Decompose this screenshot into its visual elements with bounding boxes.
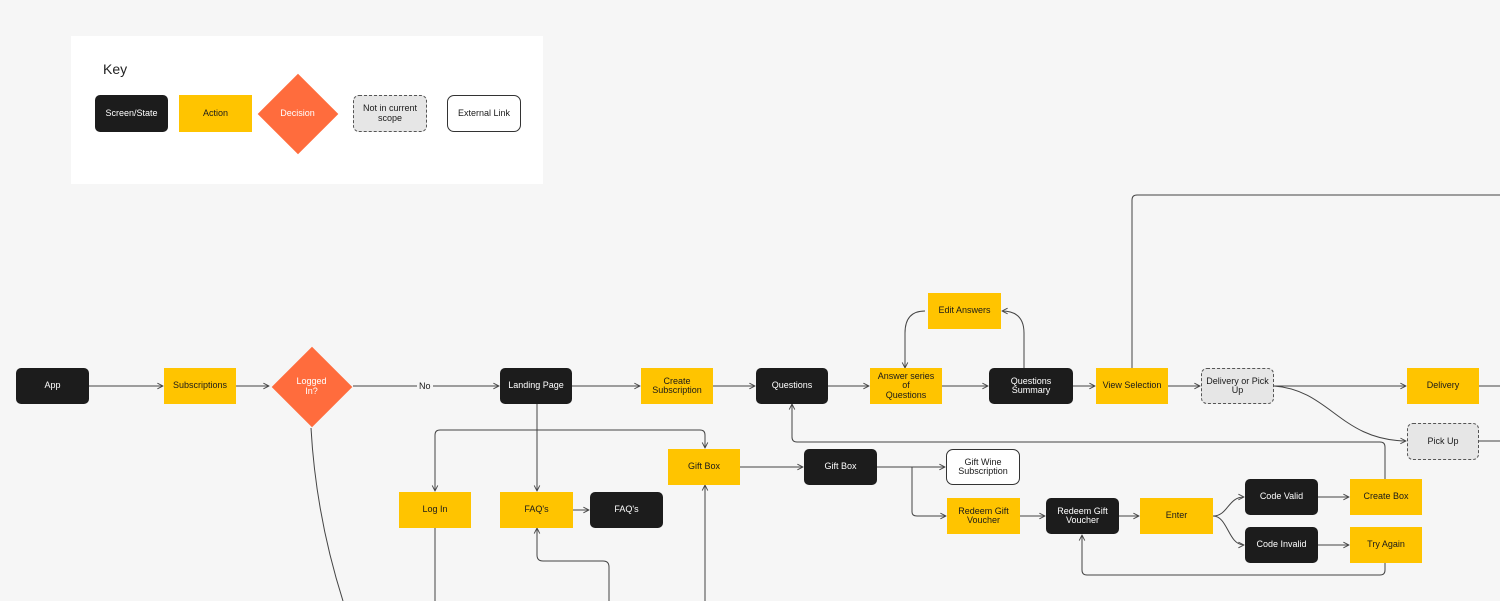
node-subscriptions[interactable]: Subscriptions (164, 368, 236, 404)
node-faqs-screen[interactable]: FAQ's (590, 492, 663, 528)
edge-giftbox-redeem (911, 467, 946, 516)
node-questions[interactable]: Questions (756, 368, 828, 404)
key-external-link: External Link (447, 95, 521, 132)
node-pick-up[interactable]: Pick Up (1407, 423, 1479, 460)
key-screen-state: Screen/State (95, 95, 168, 132)
edge-edit-summary (1002, 311, 1025, 368)
node-landing-page[interactable]: Landing Page (500, 368, 572, 404)
edge-landing-giftbox (537, 429, 705, 448)
node-questions-summary[interactable]: Questions Summary (989, 368, 1073, 404)
node-faqs-action[interactable]: FAQ's (500, 492, 573, 528)
edge-loggedin-yes (310, 427, 344, 601)
node-create-subscription[interactable]: Create Subscription (641, 368, 713, 404)
node-logged-in-decision[interactable]: Logged In? (270, 345, 353, 428)
key-decision: Decision (261, 76, 334, 151)
key-decision-label: Decision (280, 107, 315, 118)
edge-answer-edit (905, 310, 926, 368)
edge-landing-login (435, 429, 537, 491)
key-title: Key (103, 61, 128, 77)
node-log-in[interactable]: Log In (399, 492, 471, 528)
node-edit-answers[interactable]: Edit Answers (928, 293, 1001, 329)
edge-enter-invalid (1212, 515, 1244, 545)
node-delivery[interactable]: Delivery (1407, 368, 1479, 404)
node-gift-box-screen[interactable]: Gift Box (804, 449, 877, 485)
logged-in-label: Logged In? (296, 376, 327, 396)
edge-tryagain-redeem (1082, 535, 1386, 576)
node-answer-series[interactable]: Answer series of Questions (870, 368, 942, 404)
node-enter[interactable]: Enter (1140, 498, 1213, 534)
edge-choice-pickup (1273, 385, 1406, 441)
node-create-box[interactable]: Create Box (1350, 479, 1422, 515)
key-not-in-scope: Not in current scope (353, 95, 427, 132)
node-code-invalid[interactable]: Code Invalid (1245, 527, 1318, 563)
edge-label-no: No (417, 381, 433, 391)
key-action: Action (179, 95, 252, 132)
edge-faq-loop (537, 528, 610, 601)
edge-createbox-questions (792, 404, 1386, 479)
node-code-valid[interactable]: Code Valid (1245, 479, 1318, 515)
edge-enter-valid (1212, 497, 1244, 517)
node-gift-box-action[interactable]: Gift Box (668, 449, 740, 485)
node-try-again[interactable]: Try Again (1350, 527, 1422, 563)
edge-view-top (1131, 194, 1500, 368)
node-redeem-voucher-screen[interactable]: Redeem Gift Voucher (1046, 498, 1119, 534)
node-delivery-or-pickup[interactable]: Delivery or Pick Up (1201, 368, 1274, 404)
node-redeem-voucher-action[interactable]: Redeem Gift Voucher (947, 498, 1020, 534)
node-view-selection[interactable]: View Selection (1096, 368, 1168, 404)
node-app[interactable]: App (16, 368, 89, 404)
node-gift-wine-subscription[interactable]: Gift Wine Subscription (946, 449, 1020, 485)
